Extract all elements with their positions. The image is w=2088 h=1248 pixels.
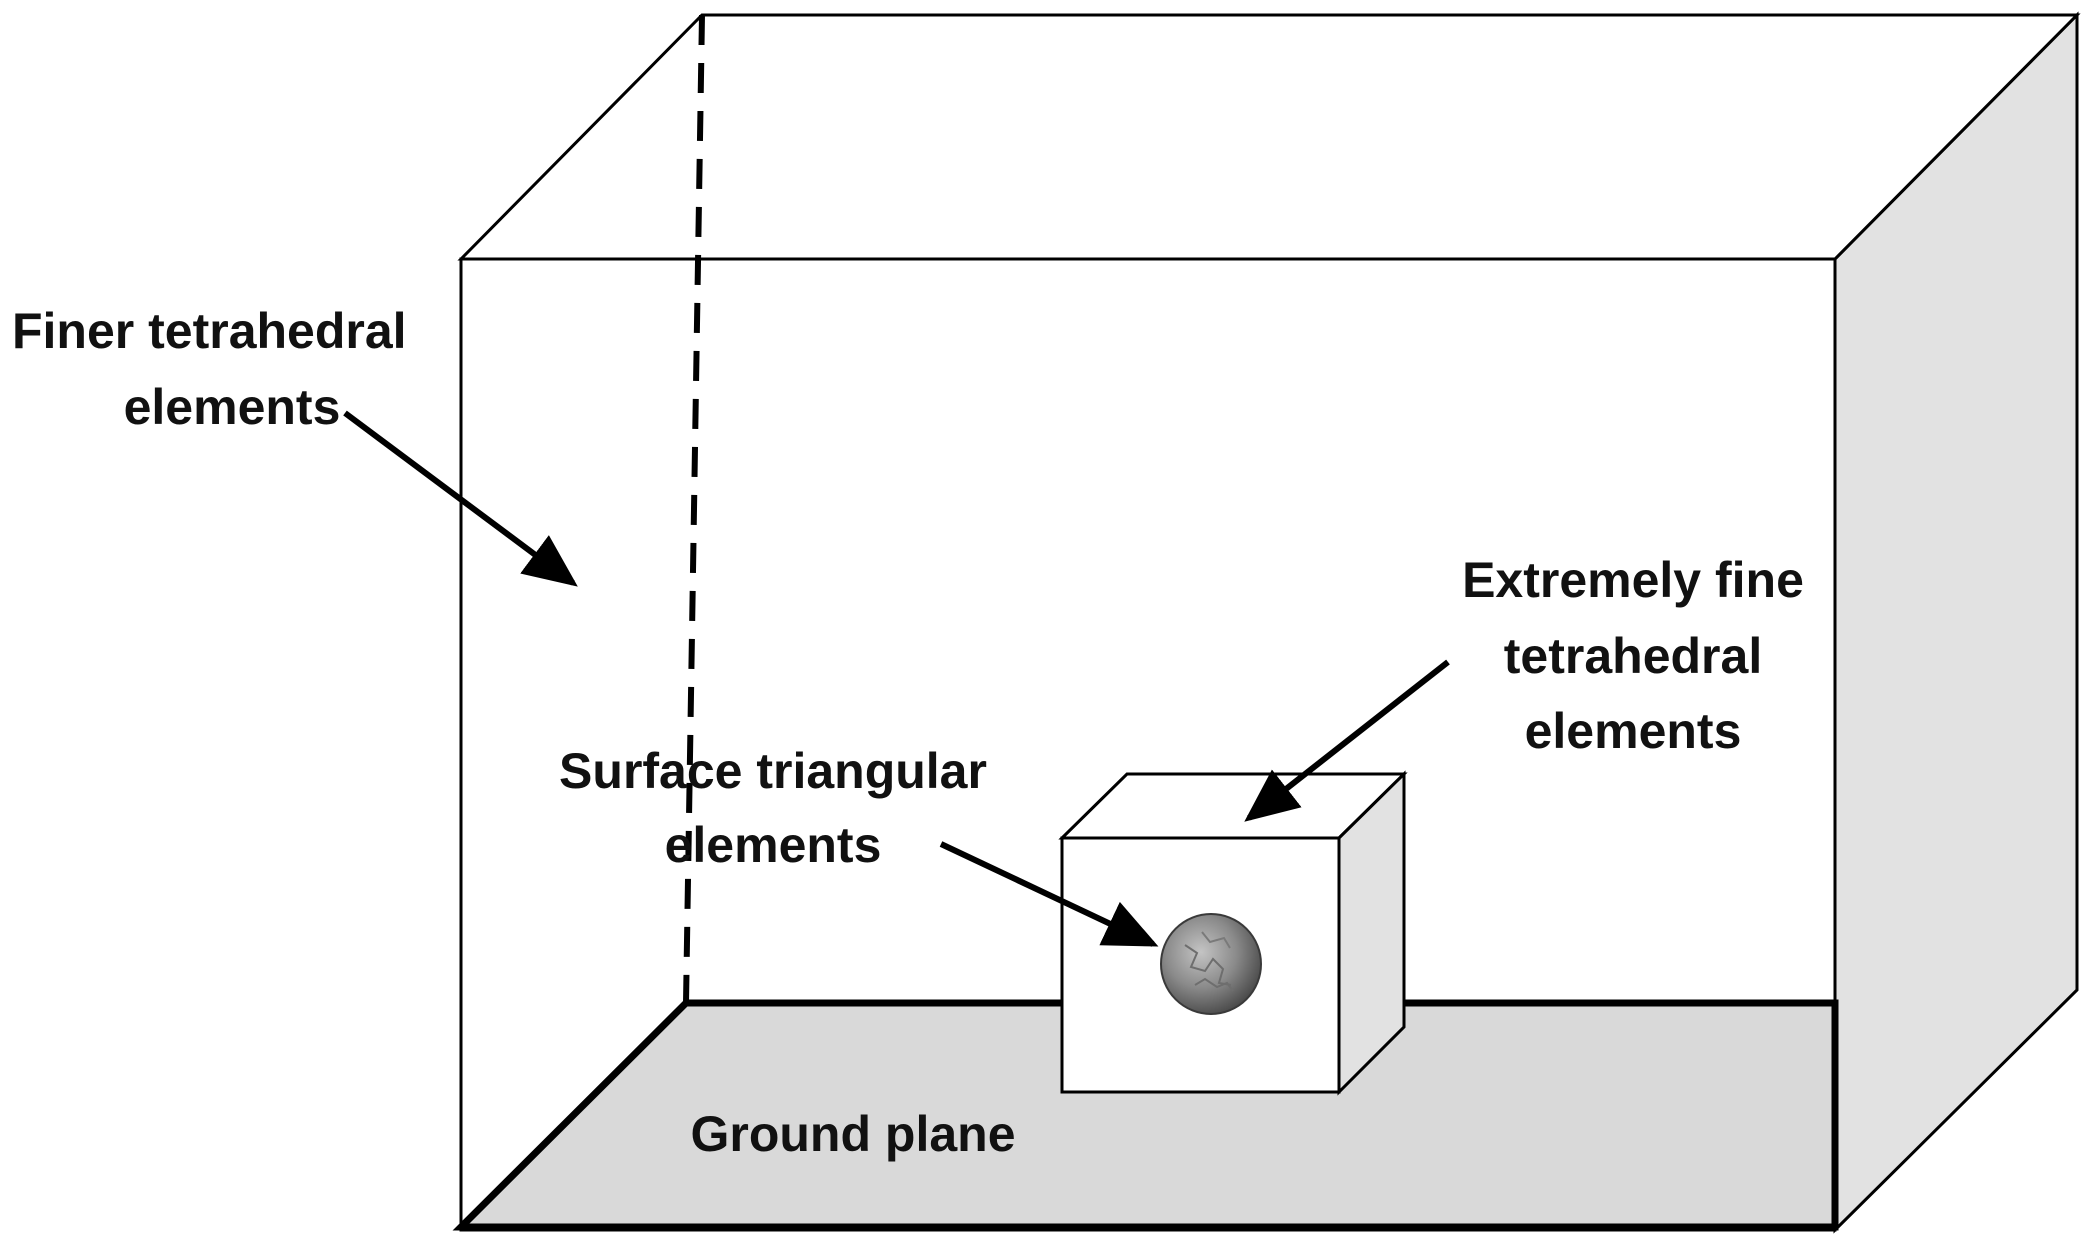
ground-plane-edge bbox=[452, 999, 1839, 1231]
label-surface-line2: elements bbox=[665, 817, 882, 873]
label-finer-line2: elements bbox=[124, 379, 341, 435]
outer-box-top-face bbox=[457, 13, 2081, 261]
label-ground-plane: Ground plane bbox=[691, 1106, 1016, 1162]
label-surface-line1: Surface triangular bbox=[559, 743, 987, 799]
arrow-surface-elements bbox=[939, 841, 1159, 947]
inner-box bbox=[1058, 770, 1408, 1096]
textured-sphere-icon bbox=[1160, 913, 1262, 1015]
label-extreme-line1: Extremely fine bbox=[1462, 552, 1804, 608]
ground-plane-surface bbox=[461, 1003, 1835, 1225]
label-finer-line1: Finer tetrahedral bbox=[12, 303, 407, 359]
arrow-finer-elements bbox=[343, 410, 578, 587]
label-extreme-line3: elements bbox=[1525, 703, 1742, 759]
label-extreme-line2: tetrahedral bbox=[1504, 628, 1762, 684]
outer-box bbox=[452, 11, 2081, 1234]
arrow-extremely-fine-elements bbox=[1244, 659, 1450, 822]
hidden-edge-dashed bbox=[683, 14, 705, 1004]
